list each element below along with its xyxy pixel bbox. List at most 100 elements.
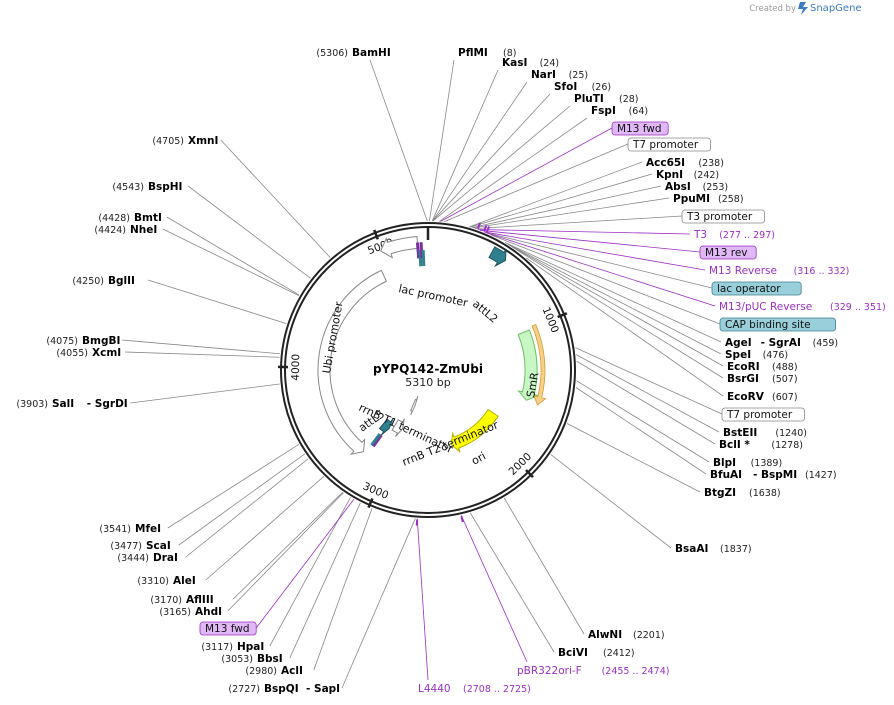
enzyme-position: (3903)	[16, 399, 48, 410]
primer-range: (2455 .. 2474)	[602, 666, 670, 677]
enzyme-position: (28)	[619, 94, 639, 105]
enzyme-label: BspQI	[264, 683, 299, 695]
leader-line	[483, 231, 706, 271]
feature-box	[721, 407, 805, 422]
enzyme-label-alt: - SgrAI	[761, 337, 801, 349]
feature-attl2	[488, 246, 507, 268]
leader-line	[121, 339, 280, 355]
site-block	[372, 434, 383, 448]
primer-mark	[477, 222, 481, 229]
feature-rrnb-t1-terminator	[391, 418, 405, 437]
enzyme-position: (1427)	[805, 470, 837, 481]
feature-smr-cds-marker	[531, 323, 547, 406]
site-block	[421, 250, 426, 267]
enzyme-label: SpeI	[725, 349, 751, 361]
enzyme-label: SalI	[52, 398, 74, 410]
leader-line	[504, 242, 722, 343]
enzyme-position: (3117)	[201, 642, 233, 653]
leader-line	[313, 507, 373, 671]
feature-smr	[517, 329, 540, 401]
primer-mark	[485, 226, 491, 233]
leader-line	[575, 387, 707, 475]
enzyme-position: (4428)	[98, 213, 130, 224]
enzyme-position: (242)	[694, 170, 720, 181]
leader-line	[432, 105, 571, 222]
snapgene-logo-icon	[798, 2, 808, 15]
leader-line	[566, 423, 701, 493]
leader-line	[187, 185, 311, 279]
enzyme-label: EcoRI	[727, 361, 760, 373]
leader-line	[575, 347, 723, 415]
features	[317, 235, 547, 456]
label-smr: SmR	[524, 371, 541, 399]
label-lac-promoter: lac promoter	[397, 282, 469, 309]
enzyme-position: (4075)	[46, 336, 78, 347]
feature-box	[627, 137, 711, 152]
leader-line	[162, 228, 300, 297]
leader-line	[576, 354, 720, 433]
enzyme-position: (8)	[503, 48, 516, 59]
feature-rrnb-t2-terminator	[410, 395, 419, 416]
leader-line	[232, 491, 343, 600]
enzyme-label: MfeI	[135, 523, 161, 535]
leader-line	[255, 499, 355, 629]
leader-line	[178, 453, 306, 546]
feature-box	[681, 209, 765, 224]
feature-box-label: M13 fwd	[205, 623, 250, 635]
enzyme-position: (3053)	[221, 654, 253, 665]
leader-line	[205, 476, 325, 581]
enzyme-position: (476)	[763, 350, 789, 361]
enzyme-label: PflMI	[458, 47, 488, 59]
tick-mark	[373, 229, 379, 240]
enzyme-position: (4543)	[112, 182, 144, 193]
primer-label: M13/pUC Reverse	[719, 301, 812, 313]
enzyme-position: (4705)	[152, 136, 184, 147]
enzyme-label: KpnI	[656, 169, 683, 181]
leader-line	[511, 246, 724, 379]
enzyme-label: BsaAI	[675, 543, 708, 555]
plasmid-name: pYPQ142-ZmUbi	[373, 362, 483, 376]
enzyme-label: NheI	[130, 224, 157, 236]
enzyme-label: BclI *	[719, 439, 750, 451]
enzyme-label: BstEII	[723, 427, 757, 439]
enzyme-position: (607)	[772, 392, 798, 403]
leader-line	[507, 243, 722, 355]
enzyme-label: AbsI	[665, 181, 691, 193]
enzyme-label: AclI	[281, 665, 303, 677]
enzyme-position: (3477)	[110, 541, 142, 552]
credit-prefix: Created by	[749, 4, 796, 14]
enzyme-label: SfoI	[554, 81, 577, 93]
leader-line	[220, 139, 331, 258]
enzyme-label-alt: - BspMI	[753, 469, 797, 481]
feature-box-label: lac operator	[717, 283, 781, 295]
primer-label: T3	[693, 229, 707, 241]
leader-line	[369, 59, 428, 222]
enzyme-label: AlwNI	[588, 629, 622, 641]
leader-line	[469, 512, 555, 653]
enzyme-position: (26)	[592, 82, 612, 93]
feature-ori	[450, 408, 499, 453]
leader-lines	[121, 59, 724, 689]
primer-mark	[483, 224, 488, 232]
leader-line	[432, 81, 528, 222]
enzyme-label: BsrGI	[727, 373, 759, 385]
enzyme-label: NarI	[531, 69, 556, 81]
enzyme-label: EcoRV	[727, 391, 765, 403]
enzyme-label: XmnI	[188, 135, 218, 147]
site-labels: BamHI(5306)XmnI(4705)BspHI(4543)BmtI(442…	[16, 47, 885, 695]
enzyme-label: BfuAI	[710, 469, 742, 481]
enzyme-label: XcmI	[92, 347, 121, 359]
leader-line	[485, 232, 713, 289]
enzyme-position: (2412)	[603, 648, 635, 659]
enzyme-position: (3310)	[137, 576, 169, 587]
primer-range: (316 .. 332)	[794, 266, 850, 277]
enzyme-label: BbsI	[257, 653, 283, 665]
enzyme-position: (4424)	[94, 225, 126, 236]
leader-line	[471, 185, 662, 229]
leader-line	[269, 497, 351, 647]
enzyme-position: (64)	[629, 106, 649, 117]
enzyme-position: (24)	[540, 58, 560, 69]
enzyme-label: BtgZI	[704, 487, 736, 499]
enzyme-label: AhdI	[195, 606, 222, 618]
